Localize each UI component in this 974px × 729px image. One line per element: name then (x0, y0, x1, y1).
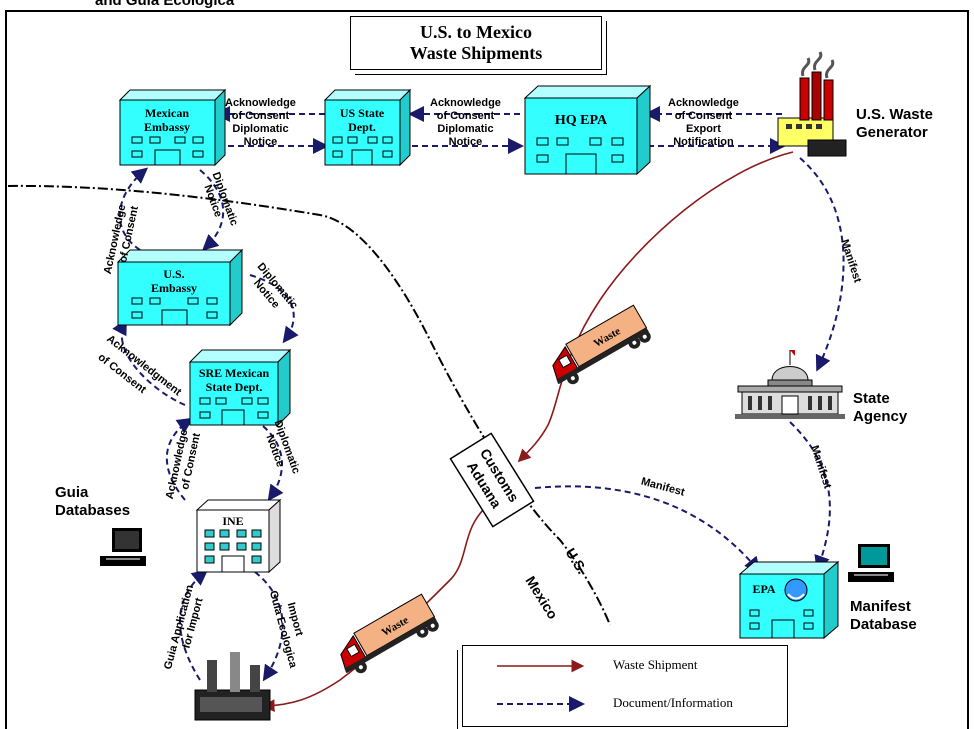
computer-icon-guia (100, 528, 146, 566)
generator-label-1: U.S. Waste (856, 106, 933, 124)
mexican-embassy-building: Mexican Embassy (120, 90, 225, 165)
guia-databases-label-1: Guia (55, 484, 130, 502)
diagram-title: U.S. to Mexico Waste Shipments (350, 16, 602, 70)
legend: Waste Shipment Document/Information (462, 645, 788, 727)
label-ack-mex-us: Acknowledge of Consent Diplomatic Notice (225, 97, 296, 149)
computer-icon-manifest (848, 544, 894, 582)
us-embassy-label-1: U.S. (163, 267, 184, 281)
sre-label-2: State Dept. (206, 380, 263, 394)
label-ack-mex-us-1: Acknowledge (225, 97, 296, 110)
hq-epa-label: HQ EPA (555, 113, 608, 128)
mexican-plant-icon (195, 652, 270, 720)
title-line-1: U.S. to Mexico (351, 22, 601, 43)
manifest-state-epa: Manifest (808, 444, 833, 490)
arrow-state-to-epa (790, 422, 830, 568)
manifest-database-label-2: Database (850, 616, 917, 634)
guia-databases-label-2: Databases (55, 502, 130, 520)
capitol-icon (735, 350, 845, 419)
mexico-border-label: Mexico (522, 573, 561, 622)
ine-label: INE (222, 514, 243, 528)
sre-label-1: SRE Mexican (199, 366, 270, 380)
epa-label: EPA (752, 582, 775, 596)
label-ack-hq-gen: Acknowledge of Consent Export Notificati… (668, 97, 739, 149)
generator-label-2: Generator (856, 124, 933, 142)
label-ack-hq-gen-3: Export (668, 123, 739, 136)
us-state-dept-label-2: Dept. (348, 120, 376, 134)
factory-icon (778, 52, 846, 156)
customs-box: Customs Aduana (450, 433, 533, 526)
mexican-embassy-label-1: Mexican (145, 106, 189, 120)
us-border-label: U.S. (562, 545, 590, 577)
arrow-generator-to-state (800, 158, 844, 368)
us-embassy-label-2: Embassy (151, 281, 197, 295)
label-ack-us-hq-2: of Consent (430, 110, 501, 123)
label-ack-us-hq-3: Diplomatic (430, 123, 501, 136)
epa-building: EPA (740, 562, 838, 638)
label-ack-hq-gen-2: of Consent (668, 110, 739, 123)
state-agency-label-2: Agency (853, 408, 907, 426)
label-ack-mex-us-3: Diplomatic (225, 123, 296, 136)
label-ack-hq-gen-1: Acknowledge (668, 97, 739, 110)
manifest-customs-epa: Manifest (640, 476, 687, 499)
label-ack-mex-us-4: Notice (225, 136, 296, 149)
border-line (8, 186, 610, 625)
title-line-2: Waste Shipments (351, 43, 601, 64)
label-ack-us-hq-4: Notice (430, 136, 501, 149)
label-ack-hq-gen-4: Notification (668, 136, 739, 149)
us-state-dept-label-1: US State (340, 106, 385, 120)
label-ack-us-hq-1: Acknowledge (430, 97, 501, 110)
truck-upper: Waste (543, 305, 653, 391)
generator-label: U.S. Waste Generator (856, 106, 933, 142)
label-ack-mex-us-2: of Consent (225, 110, 296, 123)
mexican-embassy-label-2: Embassy (144, 120, 190, 134)
us-embassy-building: U.S. Embassy (118, 250, 242, 325)
state-agency-label: State Agency (853, 390, 907, 426)
label-ack-us-hq: Acknowledge of Consent Diplomatic Notice (430, 97, 501, 149)
us-state-dept-building: US State Dept. (325, 90, 410, 165)
manifest-database-label-1: Manifest (850, 598, 917, 616)
sre-building: SRE Mexican State Dept. (190, 350, 290, 425)
legend-shipment-label: Waste Shipment (613, 657, 698, 673)
truck-lower: Waste (331, 594, 441, 680)
guia-databases-label: Guia Databases (55, 484, 130, 520)
legend-document-label: Document/Information (613, 695, 733, 711)
hq-epa-building: HQ EPA (525, 86, 650, 174)
ine-building: INE (197, 500, 280, 572)
manifest-database-label: Manifest Database (850, 598, 917, 634)
state-agency-label-1: State (853, 390, 907, 408)
